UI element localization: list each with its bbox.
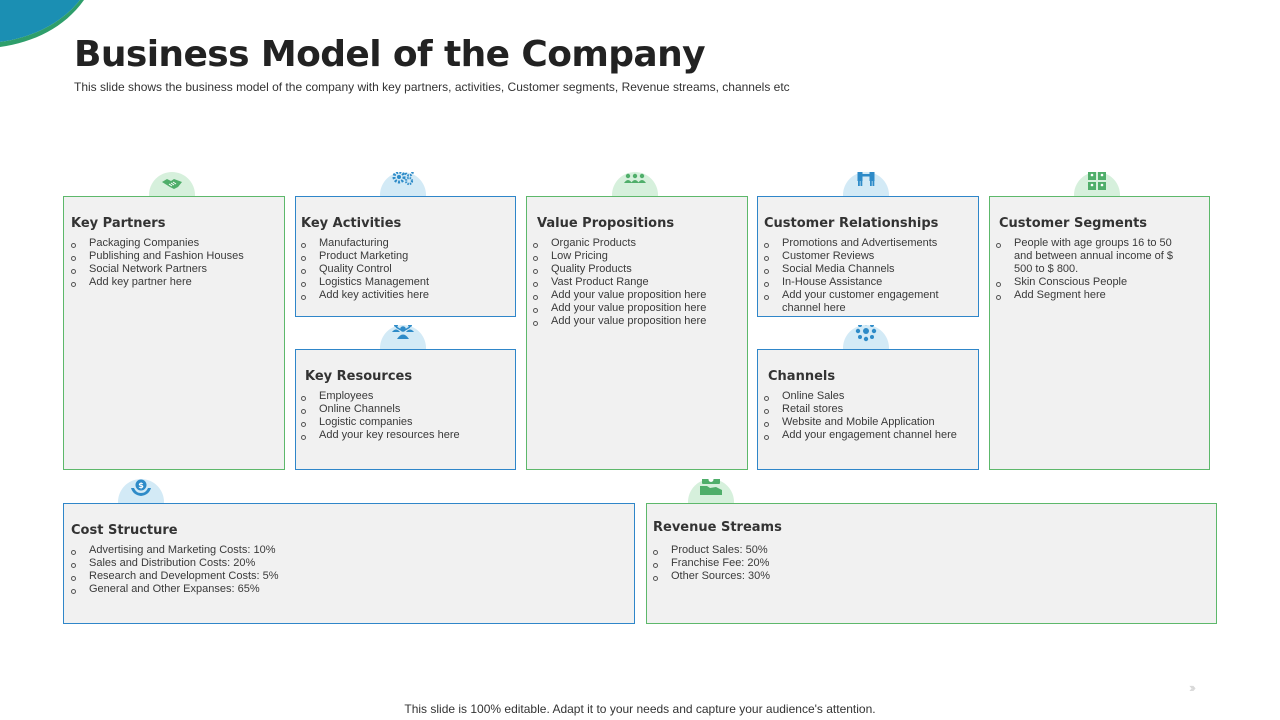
list-item: Research and Development Costs: 5% <box>69 570 469 583</box>
list-item: Product Sales: 50% <box>651 544 1051 557</box>
handshake-icon <box>149 172 195 196</box>
list-item: Skin Conscious People <box>994 276 1190 289</box>
list-item: Add your customer engagement channel her… <box>762 289 962 315</box>
page-title: Business Model of the Company <box>74 34 706 75</box>
list-item: Packaging Companies <box>69 237 274 250</box>
channel-network-icon <box>843 325 889 349</box>
value-propositions-title: Value Propositions <box>537 216 675 231</box>
team-presentation-icon <box>612 172 658 196</box>
revenue-streams-list: Product Sales: 50% Franchise Fee: 20% Ot… <box>651 544 1051 583</box>
key-activities-title: Key Activities <box>301 216 402 231</box>
list-item: Organic Products <box>531 237 741 250</box>
cost-structure-list: Advertising and Marketing Costs: 10% Sal… <box>69 544 469 596</box>
list-item: Retail stores <box>762 403 972 416</box>
list-item: Publishing and Fashion Houses <box>69 250 274 263</box>
list-item: Quality Control <box>299 263 509 276</box>
list-item: Online Channels <box>299 403 509 416</box>
list-item: Promotions and Advertisements <box>762 237 962 250</box>
list-item: Employees <box>299 390 509 403</box>
revenue-streams-card: Revenue Streams Product Sales: 50% Franc… <box>646 503 1217 624</box>
hand-dollar-icon: $ <box>118 479 164 503</box>
customer-relationships-card: Customer Relationships Promotions and Ad… <box>757 196 979 317</box>
list-item: Add your value proposition here <box>531 289 741 302</box>
list-item: General and Other Expanses: 65% <box>69 583 469 596</box>
customer-segments-card: Customer Segments People with age groups… <box>989 196 1210 470</box>
cost-structure-title: Cost Structure <box>71 523 178 538</box>
cost-structure-card: Cost Structure Advertising and Marketing… <box>63 503 635 624</box>
list-item: Franchise Fee: 20% <box>651 557 1051 570</box>
segments-grid-icon <box>1074 172 1120 196</box>
footer-note: This slide is 100% editable. Adapt it to… <box>404 702 876 716</box>
list-item: Add your value proposition here <box>531 302 741 315</box>
list-item: Quality Products <box>531 263 741 276</box>
list-item: Other Sources: 30% <box>651 570 1051 583</box>
corner-decoration <box>0 0 84 47</box>
list-item: Logistics Management <box>299 276 509 289</box>
list-item: Logistic companies <box>299 416 509 429</box>
list-item: People with age groups 16 to 50 and betw… <box>994 237 1190 276</box>
customer-handshake-icon <box>843 172 889 196</box>
svg-text:$: $ <box>138 481 144 490</box>
revenue-streams-title: Revenue Streams <box>653 520 782 535</box>
channels-title: Channels <box>768 369 836 384</box>
list-item: Advertising and Marketing Costs: 10% <box>69 544 469 557</box>
channels-card: Channels Online Sales Retail stores Webs… <box>757 349 979 470</box>
channels-list: Online Sales Retail stores Website and M… <box>762 390 972 442</box>
list-item: Sales and Distribution Costs: 20% <box>69 557 469 570</box>
key-resources-title: Key Resources <box>305 369 413 384</box>
people-network-icon <box>380 325 426 349</box>
list-item: Add key activities here <box>299 289 509 302</box>
key-partners-card: Key Partners Packaging Companies Publish… <box>63 196 285 470</box>
list-item: Add Segment here <box>994 289 1190 302</box>
key-activities-list: Manufacturing Product Marketing Quality … <box>299 237 509 302</box>
list-item: Website and Mobile Application <box>762 416 972 429</box>
list-item: Manufacturing <box>299 237 509 250</box>
next-slide-chevrons[interactable]: ››› <box>1189 680 1196 695</box>
list-item: In-House Assistance <box>762 276 962 289</box>
customer-relationships-title: Customer Relationships <box>764 216 939 231</box>
list-item: Low Pricing <box>531 250 741 263</box>
gears-icon <box>380 172 426 196</box>
value-propositions-card: Value Propositions Organic Products Low … <box>526 196 748 470</box>
customer-relationships-list: Promotions and Advertisements Customer R… <box>762 237 962 315</box>
customer-segments-title: Customer Segments <box>999 216 1148 231</box>
key-partners-list: Packaging Companies Publishing and Fashi… <box>69 237 274 289</box>
customer-segments-list: People with age groups 16 to 50 and betw… <box>994 237 1190 302</box>
key-activities-card: Key Activities Manufacturing Product Mar… <box>295 196 516 317</box>
list-item: Online Sales <box>762 390 972 403</box>
value-propositions-list: Organic Products Low Pricing Quality Pro… <box>531 237 741 328</box>
list-item: Add your key resources here <box>299 429 509 442</box>
list-item: Social Media Channels <box>762 263 962 276</box>
key-resources-list: Employees Online Channels Logistic compa… <box>299 390 509 442</box>
list-item: Add your value proposition here <box>531 315 741 328</box>
key-partners-title: Key Partners <box>71 216 166 231</box>
list-item: Vast Product Range <box>531 276 741 289</box>
money-hand-icon <box>688 479 734 503</box>
list-item: Product Marketing <box>299 250 509 263</box>
page-subtitle: This slide shows the business model of t… <box>74 80 790 94</box>
list-item: Add your engagement channel here <box>762 429 972 442</box>
list-item: Customer Reviews <box>762 250 962 263</box>
list-item: Social Network Partners <box>69 263 274 276</box>
key-resources-card: Key Resources Employees Online Channels … <box>295 349 516 470</box>
list-item: Add key partner here <box>69 276 274 289</box>
